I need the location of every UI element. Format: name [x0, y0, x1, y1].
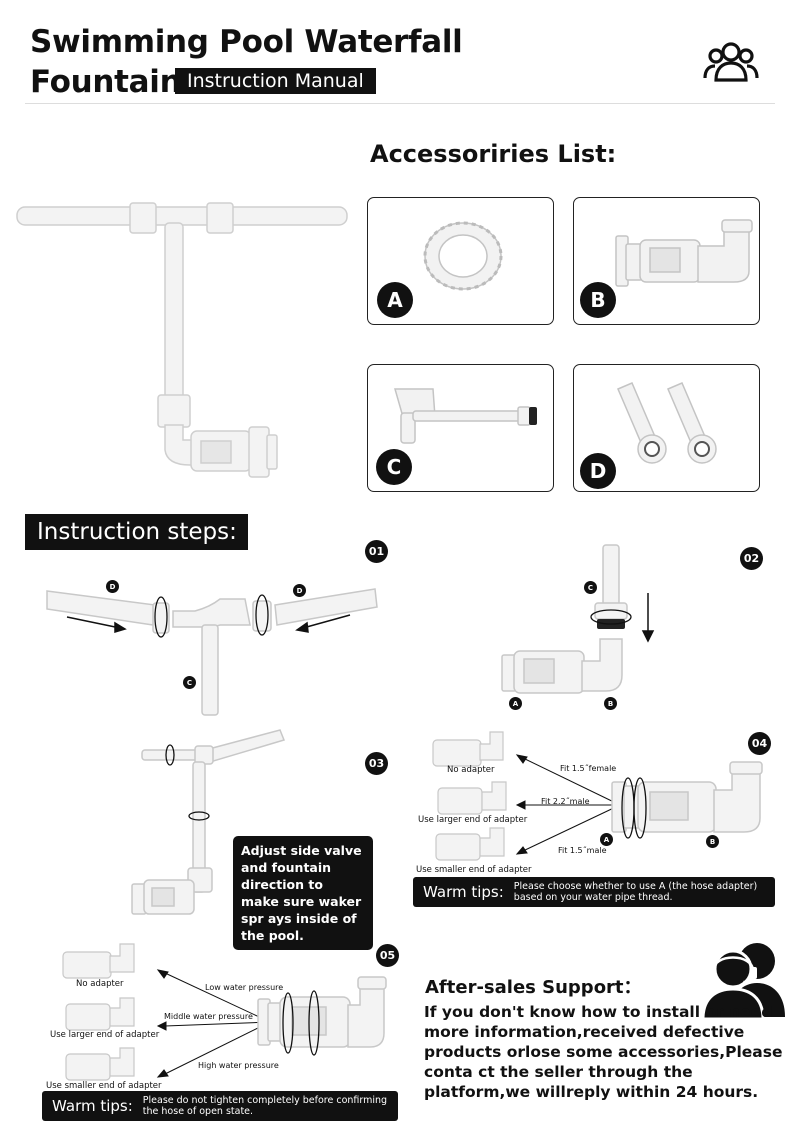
- step-02-number: 02: [740, 547, 763, 570]
- step-05-pressure-low: Low water pressure: [205, 983, 284, 992]
- step-05-pressure-high: High water pressure: [198, 1061, 279, 1070]
- title-line-2: Fountain: [30, 64, 182, 100]
- support-title: After-sales Support：: [425, 977, 642, 998]
- step-03-number: 03: [365, 752, 388, 775]
- step-03-illustration: [131, 729, 286, 915]
- step-05-warm-label: Warm tips:: [52, 1097, 133, 1115]
- step-04-inlet-illustration: [611, 761, 763, 839]
- step-05-warm-tips: Warm tips: Please do not tighten complet…: [42, 1091, 398, 1121]
- step-04-adapter-none: No adapter: [447, 765, 495, 775]
- step-04-warm-text: Please choose whether to use A (the hose…: [513, 881, 758, 903]
- step-04-adapter-larger: Use larger end of adapter: [418, 815, 528, 825]
- step-02-label-a: A: [509, 697, 522, 710]
- support-headset-icon: [701, 943, 785, 1021]
- support-text: If you don't know how to install or need…: [424, 1003, 783, 1101]
- step-05-adapter-smaller: Use smaller end of adapter: [46, 1081, 162, 1091]
- step-02-illustration: [501, 544, 655, 694]
- step-04-warm-tips: Warm tips: Please choose whether to use …: [413, 877, 775, 907]
- step-04-adapter-icons: [432, 731, 507, 861]
- step-05-arrows: [156, 969, 271, 1078]
- manual-badge: Instruction Manual: [175, 68, 376, 94]
- users-icon: [703, 42, 759, 82]
- step-04-fit-bottom: Fit 1.5˝male: [558, 846, 607, 855]
- step-05-pressure-middle: Middle water pressure: [164, 1012, 253, 1021]
- accessories-title: Accessoriries List:: [370, 140, 617, 168]
- lock-nut-illustration: [423, 221, 503, 291]
- fountain-assembly-illustration: [16, 202, 348, 478]
- step-01-label-d-right: D: [293, 584, 306, 597]
- accessory-letter-a: A: [377, 282, 413, 318]
- step-04-adapter-smaller: Use smaller end of adapter: [416, 865, 532, 875]
- step-04-arrows: [515, 754, 621, 855]
- step-01-label-d-left: D: [106, 580, 119, 593]
- tee-pipe-illustration: [394, 388, 537, 444]
- accessory-card-b: B: [573, 197, 760, 325]
- step-02-label-c: C: [584, 581, 597, 594]
- step-01-label-c: C: [183, 676, 196, 689]
- step-01-number: 01: [365, 540, 388, 563]
- accessory-card-c: C: [367, 364, 554, 492]
- accessory-letter-d: D: [580, 453, 616, 489]
- title-line-1: Swimming Pool Waterfall: [30, 24, 463, 60]
- step-04-label-b: B: [706, 835, 719, 848]
- step-05-inlet-illustration: [257, 976, 387, 1056]
- step-05-adapter-none: No adapter: [76, 979, 124, 989]
- step-05-adapter-larger: Use larger end of adapter: [50, 1030, 160, 1040]
- step-01-illustration: [46, 588, 378, 716]
- step-02-label-b: B: [604, 697, 617, 710]
- accessory-letter-b: B: [580, 282, 616, 318]
- inlet-fitting-illustration: [615, 219, 753, 287]
- page-title: Swimming Pool Waterfall Fountain: [30, 22, 463, 102]
- accessory-card-a: A: [367, 197, 554, 325]
- accessory-letter-c: C: [376, 449, 412, 485]
- step-05-number: 05: [376, 944, 399, 967]
- step-04-number: 04: [748, 732, 771, 755]
- step-04-fit-mid: Fit 2.2˝male: [541, 797, 590, 806]
- step-05-adapter-icons: [62, 943, 135, 1081]
- step-03-note: Adjust side valve and fountain direction…: [233, 836, 373, 950]
- header-divider: [25, 103, 775, 104]
- step-05-warm-text: Please do not tighten completely before …: [142, 1095, 388, 1117]
- accessory-card-d: D: [573, 364, 760, 492]
- nozzle-pipes-illustration: [617, 382, 717, 464]
- instruction-steps-title: Instruction steps:: [25, 514, 248, 550]
- step-04-fit-top: Fit 1.5˝female: [560, 764, 617, 773]
- step-04-warm-label: Warm tips:: [423, 883, 504, 901]
- step-04-label-a: A: [600, 833, 613, 846]
